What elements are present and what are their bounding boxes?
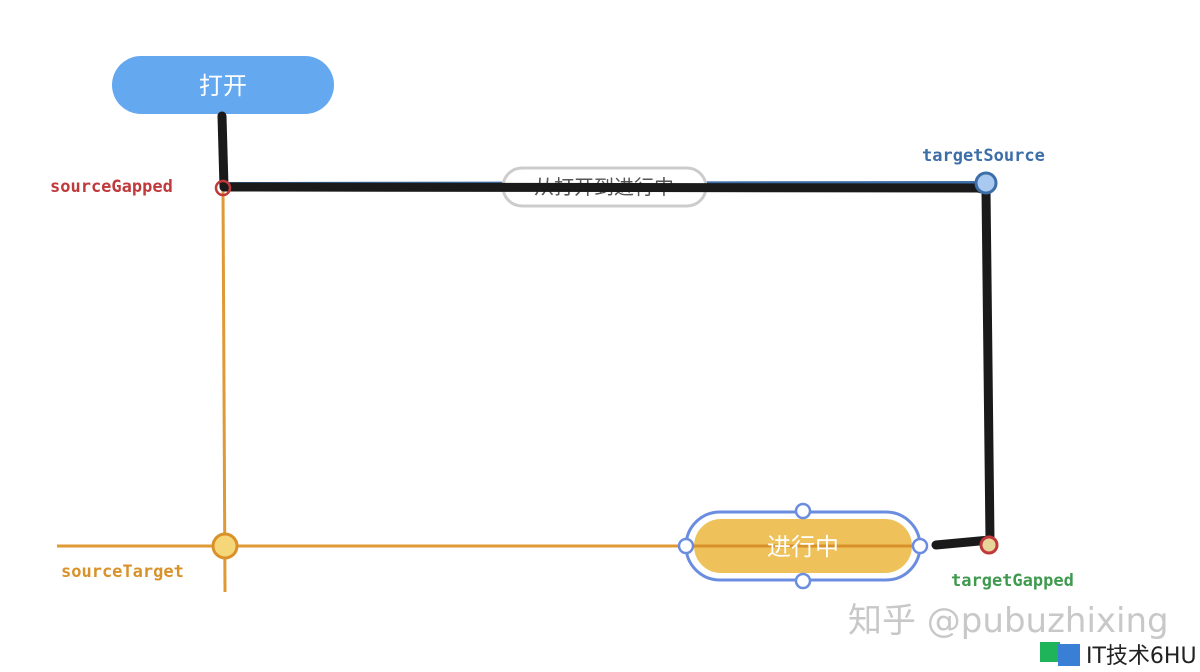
source-gapped-point	[214, 179, 232, 197]
source-target-label: sourceTarget	[61, 562, 184, 582]
source-target-point	[211, 532, 239, 560]
handle-left[interactable]	[677, 537, 695, 555]
handle-right[interactable]	[911, 537, 929, 555]
node-open-label: 打开	[199, 72, 247, 100]
node-in-progress[interactable]: 进行中	[677, 502, 929, 590]
target-gapped-point	[979, 535, 999, 555]
target-gapped-label: targetGapped	[951, 571, 1074, 591]
node-open[interactable]: 打开	[112, 56, 334, 114]
node-in-progress-label: 进行中	[767, 533, 839, 561]
watermark-text: 知乎 @pubuzhixing	[848, 601, 1169, 641]
badge-text: IT技术6HU	[1086, 644, 1197, 669]
source-gapped-label: sourceGapped	[50, 177, 173, 197]
target-source-label: targetSource	[922, 146, 1045, 166]
badge-logo-icon	[1040, 642, 1080, 666]
target-source-point	[974, 171, 998, 195]
guide-vertical	[221, 187, 227, 593]
handle-top[interactable]	[794, 502, 812, 520]
handle-bottom[interactable]	[794, 572, 812, 590]
